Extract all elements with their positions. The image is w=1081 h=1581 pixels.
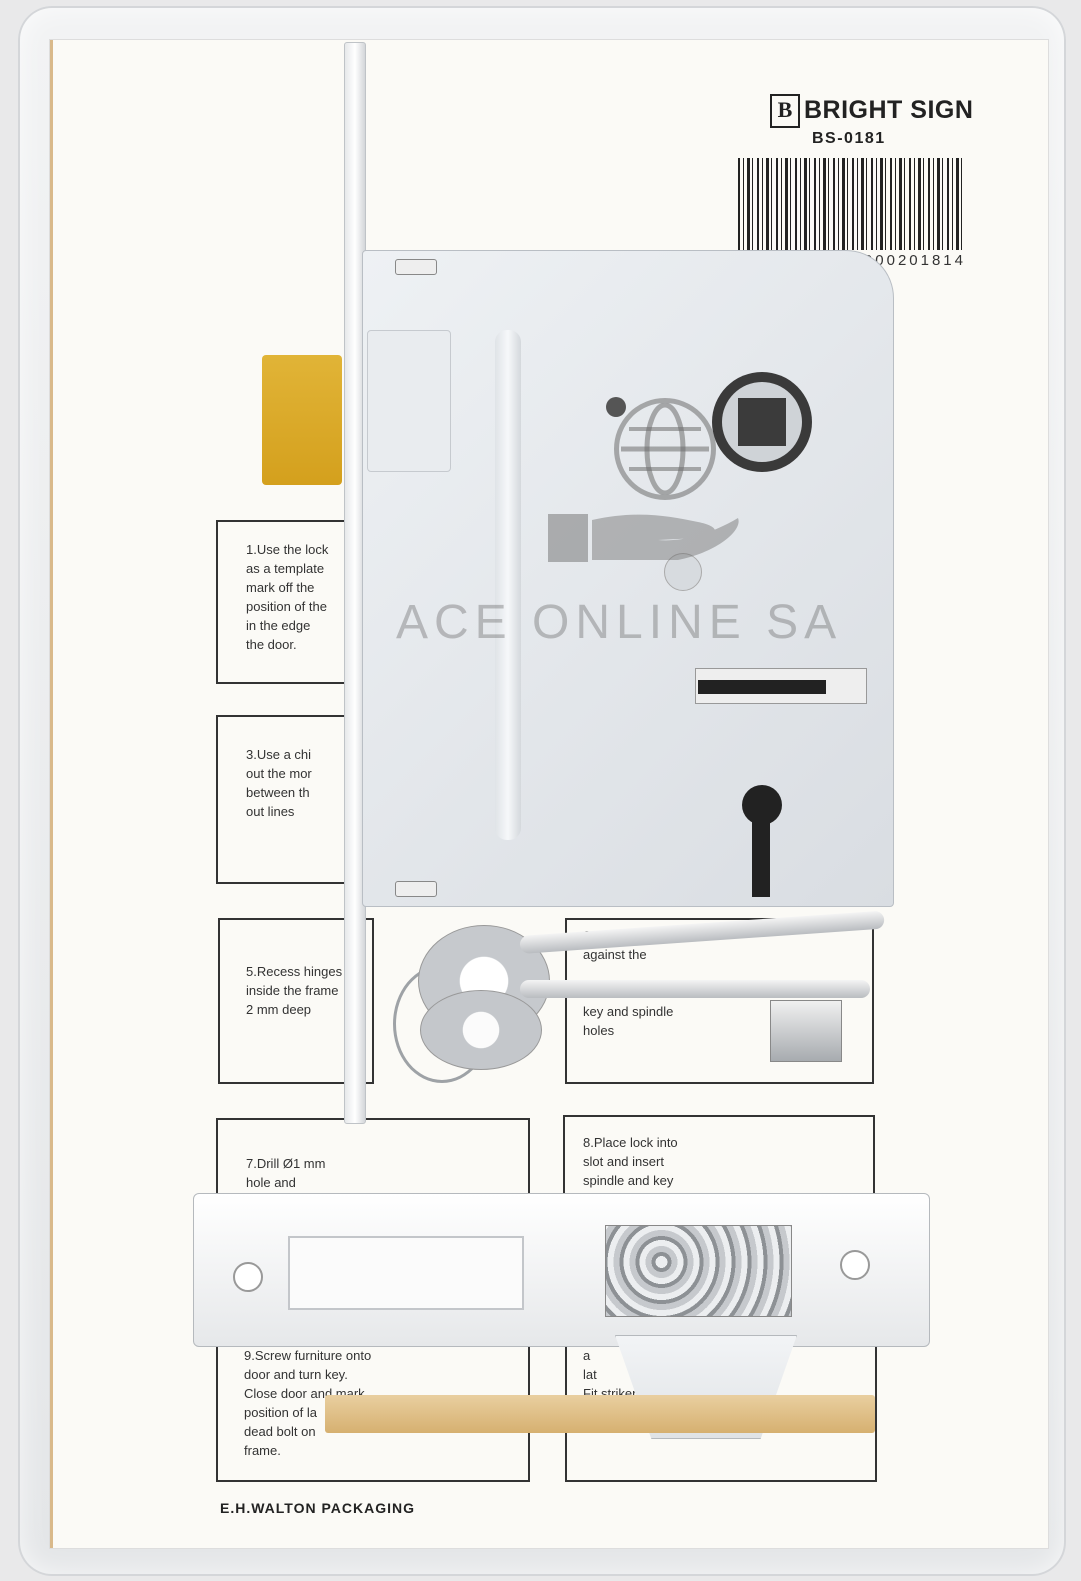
brand-mark: B — [770, 94, 800, 128]
instruction-panel-5: 5.Recess hinges inside the frame 2 mm de… — [218, 918, 374, 1084]
model-number: BS-0181 — [812, 130, 886, 147]
spindle-square — [738, 398, 786, 446]
rivet — [606, 397, 626, 417]
screw-head — [664, 553, 702, 591]
instruction-panel-9: 9.Screw furniture onto door and turn key… — [216, 1340, 530, 1482]
watermark-text: ACE ONLINE SA — [396, 596, 843, 649]
screw-pack — [605, 1225, 792, 1317]
yellow-latch-block — [262, 355, 342, 485]
instruction-text-3: 3.Use a chi out the mor between th out l… — [246, 747, 312, 819]
key-bit — [770, 1000, 842, 1062]
keyhole-stem — [752, 815, 770, 897]
globe-icon — [614, 398, 716, 500]
brand-name: BRIGHT SIGN — [804, 96, 974, 124]
key-bow-2 — [420, 990, 542, 1070]
brand-logo: B BRIGHT SIGN BS-0181 — [770, 92, 974, 152]
instruction-text-9: 9.Screw furniture onto door and turn key… — [244, 1348, 372, 1458]
instruction-text-5: 5.Recess hinges inside the frame 2 mm de… — [246, 964, 343, 1017]
striker-slot — [288, 1236, 524, 1310]
barcode-bars — [738, 158, 966, 250]
mounting-tab-top — [395, 259, 437, 275]
mounting-tab-bottom — [395, 881, 437, 897]
striker-hole-left — [233, 1262, 263, 1292]
key-shaft-2 — [520, 980, 870, 998]
instruction-panel-1: 1.Use the lock as a template mark off th… — [216, 520, 370, 684]
lock-groove — [495, 330, 521, 840]
wood-strip — [325, 1395, 875, 1433]
bolt-slot-opening — [698, 680, 826, 694]
packaging-credit: E.H.WALTON PACKAGING — [220, 1500, 415, 1516]
latch-housing — [367, 330, 451, 472]
striker-hole-right — [840, 1250, 870, 1280]
hand-icon — [548, 500, 743, 570]
instruction-text-1: 1.Use the lock as a template mark off th… — [246, 542, 329, 652]
